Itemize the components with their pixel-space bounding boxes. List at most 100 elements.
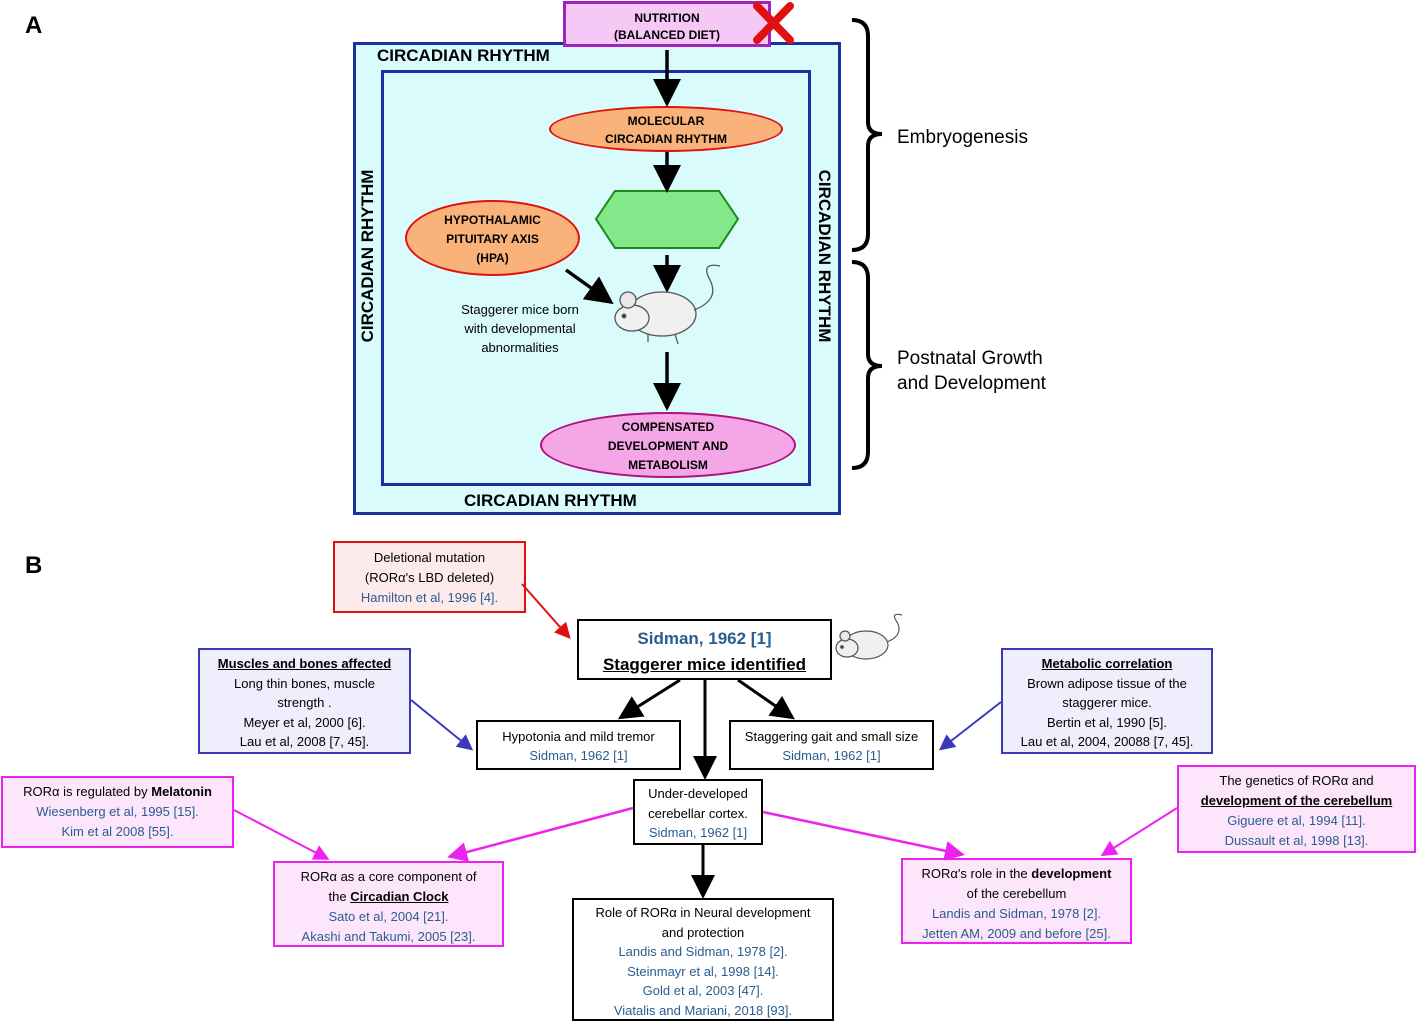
sidman-citation: Sidman, 1962 [1] [637,629,772,648]
metabolic-line-1: Brown adipose tissue of the [1027,675,1187,691]
hypotonia-box: Hypotonia and mild tremor Sidman, 1962 [… [476,720,681,770]
neural-line-1: Role of RORα in Neural development [595,905,811,920]
metabolic-line-2: staggerer mice. [1062,695,1152,710]
neural-citation-4: Viatalis and Mariani, 2018 [93]. [613,1002,793,1018]
arrow-deletional-to-sidman [521,583,571,639]
muscles-line-2: strength . [277,695,332,710]
mouse-icon-b [835,613,903,660]
melatonin-citation-1: Wiesenberg et al, 1995 [15]. [36,804,199,819]
hypotonia-citation: Sidman, 1962 [1] [529,748,628,763]
compensated-ellipse: COMPENSATED DEVELOPMENT AND METABOLISM [540,412,796,478]
clock-line-2: the Circadian Clock [275,887,502,907]
arrow-hpa-to-mouse [564,268,614,305]
melatonin-title: RORα is regulated by Melatonin [3,782,232,802]
hpa-line-3: (HPA) [476,251,509,265]
neural-citation-2: Steinmayr et al, 1998 [14]. [627,963,779,979]
brace-embryogenesis-icon [851,18,883,252]
underdeveloped-cortex-box: Under-developed cerebellar cortex. Sidma… [633,779,763,845]
metabolic-citation-2: Lau et al, 2004, 20088 [7, 45]. [1020,734,1194,749]
metabolic-title: Metabolic correlation [1041,656,1173,671]
compensated-line-2: DEVELOPMENT AND [607,439,729,453]
molecular-line-2: CIRCADIAN RHYTHM [605,132,727,146]
arrow-metabolic-to-staggering [938,701,1002,751]
neural-citation-1: Landis and Sidman, 1978 [2]. [618,944,788,959]
clock-citation-1: Sato et al, 2004 [21]. [328,909,449,924]
neural-citation-3: Gold et al, 2003 [47]. [642,983,764,998]
melatonin-box: RORα is regulated by Melatonin Wiesenber… [1,776,234,848]
brace-postnatal-icon [851,260,883,470]
arrow-underdeveloped-to-clock [447,806,634,862]
arrow-melatonin-to-clock [233,809,330,860]
melatonin-title-keyword: Melatonin [151,784,212,799]
neural-development-box: Role of RORα in Neural development and p… [572,898,834,1021]
postnatal-line-2: and Development [897,373,1046,394]
nutrition-line-1: NUTRITION [634,11,700,25]
hpa-line-1: HYPOTHALAMIC [444,213,541,227]
postnatal-line-1: Postnatal Growth [897,348,1043,369]
melatonin-citation-2: Kim et al 2008 [55]. [61,824,174,839]
circadian-clock-box: RORα as a core component of the Circadia… [273,861,504,947]
hpa-line-2: PITUITARY AXIS [446,232,539,246]
metabolic-correlation-box: Metabolic correlation Brown adipose tiss… [1001,648,1213,754]
sidman-staggerer-box: Sidman, 1962 [1] Staggerer mice identifi… [577,619,832,680]
deletional-citation: Hamilton et al, 1996 [4]. [360,590,499,605]
staggering-citation: Sidman, 1962 [1] [782,748,881,763]
muscles-citation-2: Lau et al, 2008 [7, 45]. [239,734,370,749]
genetics-citation-1: Giguere et al, 1994 [11]. [1227,813,1366,828]
underdeveloped-line-2: cerebellar cortex. [648,805,748,821]
underdeveloped-citation: Sidman, 1962 [1] [648,825,748,840]
clock-keyword: Circadian Clock [350,889,449,904]
circadian-label-bottom: CIRCADIAN RHYTHM [464,491,637,510]
role-keyword: development [1031,866,1112,881]
postnatal-label: Postnatal Growth and Development [897,346,1046,396]
metabolic-citation-1: Bertin et al, 1990 [5]. [1047,714,1167,730]
ror-affected-hexagon [594,190,740,249]
clock-citation-2: Akashi and Takumi, 2005 [23]. [301,929,476,944]
role-citation-1: Landis and Sidman, 1978 [2]. [931,906,1102,921]
role-line-1: RORα's role in the development [903,864,1130,884]
molecular-line-1: MOLECULAR [627,114,705,128]
nutrition-box: NUTRITION (BALANCED DIET) [563,1,771,47]
role-line-2: of the cerebellum [966,886,1067,901]
circadian-label-top: CIRCADIAN RHYTHM [377,46,550,65]
arrow-sidman-to-hypotonia [617,678,681,720]
underdeveloped-line-1: Under-developed [648,786,748,801]
mouse-icon-a [614,264,721,345]
molecular-circadian-ellipse: MOLECULAR CIRCADIAN RHYTHM [549,106,783,152]
melatonin-title-prefix: RORα is regulated by [23,784,152,799]
compensated-line-1: COMPENSATED [621,420,715,434]
staggerer-line-1: Staggerer mice born [461,302,579,317]
genetics-title-1: The genetics of RORα and [1219,773,1374,788]
staggering-title: Staggering gait and small size [744,729,919,744]
hypotonia-title: Hypotonia and mild tremor [502,729,655,744]
role-citation-2: Jetten AM, 2009 and before [25]. [922,926,1111,941]
red-cross-icon [753,2,794,44]
genetics-title-2: development of the cerebellum [1200,793,1393,808]
staggerer-identified-title: Staggerer mice identified [602,655,807,674]
arrow-genetics-to-role [1100,807,1178,857]
staggerer-line-2: with developmental [464,321,576,336]
muscles-title: Muscles and bones affected [217,656,392,671]
deletional-line-1: Deletional mutation [373,550,486,565]
embryogenesis-label: Embryogenesis [897,127,1028,148]
deletional-line-2: (RORα's LBD deleted) [364,570,495,585]
hpa-ellipse: HYPOTHALAMIC PITUITARY AXIS (HPA) [405,200,580,276]
arrow-muscles-to-hypotonia [410,699,474,751]
staggerer-text: Staggerer mice born with developmental a… [438,300,602,357]
deletional-mutation-box: Deletional mutation (RORα's LBD deleted)… [333,541,526,613]
staggering-gait-box: Staggering gait and small size Sidman, 1… [729,720,934,770]
role-line-1-prefix: RORα's role in the [921,866,1032,881]
compensated-line-3: METABOLISM [628,458,708,472]
clock-line-1: RORα as a core component of [300,869,477,884]
nutrition-line-2: (BALANCED DIET) [614,28,720,42]
arrow-underdeveloped-to-role [762,810,965,861]
panel-b-label: B [25,552,43,579]
clock-line-2-prefix: the [328,889,351,904]
staggerer-line-3: abnormalities [481,340,559,355]
genetics-cerebellum-box: The genetics of RORα and development of … [1177,765,1416,853]
genetics-citation-2: Dussault et al, 1998 [13]. [1224,833,1369,848]
muscles-bones-box: Muscles and bones affected Long thin bon… [198,648,411,754]
neural-line-2: and protection [661,924,745,940]
